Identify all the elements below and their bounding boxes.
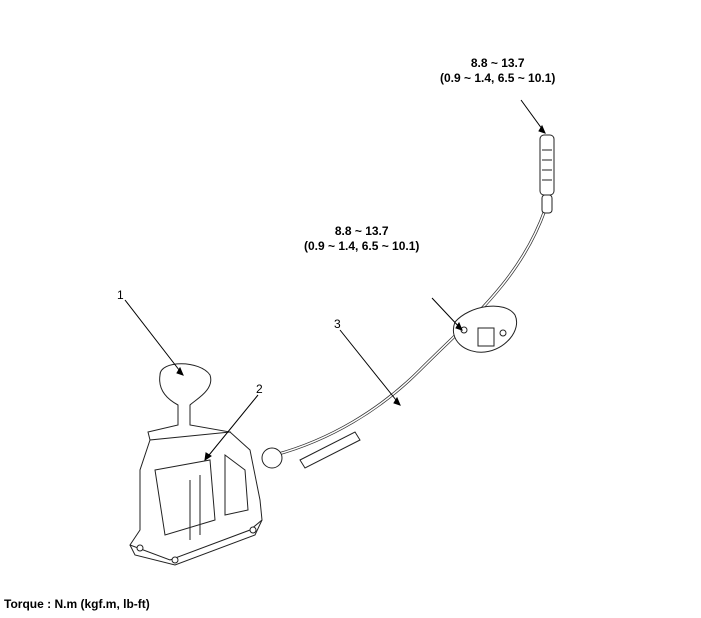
torque-alt-units: (0.9 ~ 1.4, 6.5 ~ 10.1): [304, 239, 420, 253]
callout-1: 1: [117, 288, 124, 302]
shift-lever-assembly: [129, 363, 263, 566]
shift-cable: [261, 209, 547, 469]
torque-value: 8.8 ~ 13.7: [470, 56, 525, 70]
cable-bracket: [452, 305, 518, 353]
torque-label-cable-end: 8.8 ~ 13.7 (0.9 ~ 1.4, 6.5 ~ 10.1): [440, 56, 555, 86]
leader-lines: [124, 99, 546, 462]
torque-value: 8.8 ~ 13.7: [334, 224, 389, 238]
torque-units-note: Torque : N.m (kgf.m, lb-ft): [4, 597, 150, 611]
callout-3: 3: [334, 317, 341, 331]
cable-end: [539, 134, 555, 214]
torque-label-bracket: 8.8 ~ 13.7 (0.9 ~ 1.4, 6.5 ~ 10.1): [304, 224, 419, 254]
torque-alt-units: (0.9 ~ 1.4, 6.5 ~ 10.1): [440, 71, 556, 85]
callout-2: 2: [256, 382, 263, 396]
